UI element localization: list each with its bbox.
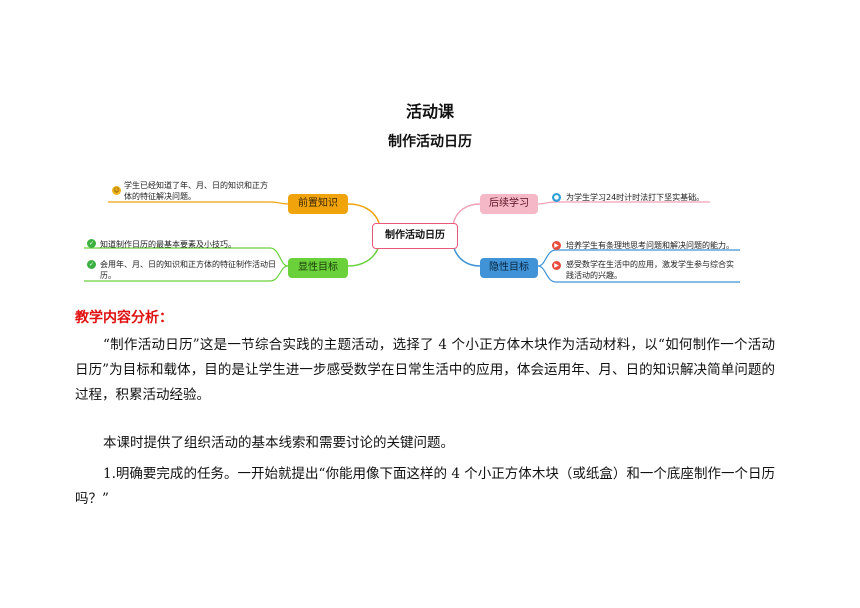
- mindmap-branch-prior-knowledge: 前置知识: [288, 194, 348, 214]
- body-paragraph: “制作活动日历”这是一节综合实践的主题活动，选择了 4 个小正方体木块作为活动材…: [75, 337, 775, 403]
- mindmap-branch-explicit-goals: 显性目标: [288, 258, 348, 278]
- branch-label: 后续学习: [489, 198, 529, 209]
- page-title: 活动课: [405, 102, 454, 121]
- body-paragraph: 本课时提供了组织活动的基本线索和需要讨论的关键问题。: [103, 435, 454, 451]
- flag-icon: ▶: [552, 261, 561, 270]
- mindmap-center-label: 制作活动日历: [385, 230, 445, 241]
- flag-icon: ▶: [552, 241, 561, 250]
- mindmap-branch-follow-up: 后续学习: [480, 194, 538, 214]
- leaf-prior-knowledge-1: 学生已经知道了年、月、日的知识和正方体的特征解决问题。: [124, 181, 268, 201]
- page-subtitle: 制作活动日历: [388, 134, 472, 150]
- branch-label: 隐性目标: [489, 262, 529, 273]
- body-paragraph: 1.明确要完成的任务。一开始就提出“你能用像下面这样的 4 个小正方体木块（或纸…: [75, 466, 775, 507]
- check-icon: ✓: [87, 239, 96, 248]
- leaf-implicit-goal-1: 培养学生有条理地思考问题和解决问题的能力。: [566, 241, 734, 250]
- info-icon: ●: [552, 193, 561, 202]
- branch-label: 显性目标: [298, 262, 338, 273]
- leaf-explicit-goal-1: 知道制作日历的最基本要素及小技巧。: [100, 240, 236, 249]
- mindmap-branch-implicit-goals: 隐性目标: [480, 258, 538, 278]
- check-icon: ✓: [87, 260, 96, 269]
- mindmap-center-node: 制作活动日历: [372, 223, 458, 249]
- mindmap-diagram: 制作活动日历 前置知识 显性目标 后续学习 隐性目标 ☺ 学生已经知道了年、月、…: [80, 168, 740, 288]
- leaf-explicit-goal-2: 会用年、月、日的知识和正方体的特征制作活动日历。: [100, 260, 276, 280]
- smiley-icon: ☺: [112, 186, 121, 195]
- leaf-implicit-goal-2: 感受数学在生活中的应用，激发学生参与综合实践活动的兴趣。: [566, 260, 734, 280]
- mindmap-connectors: [84, 201, 740, 283]
- branch-label: 前置知识: [298, 198, 338, 209]
- leaf-follow-up-1: 为学生学习24时计时法打下坚实基础。: [566, 193, 705, 202]
- section-heading: 教学内容分析：: [75, 310, 173, 326]
